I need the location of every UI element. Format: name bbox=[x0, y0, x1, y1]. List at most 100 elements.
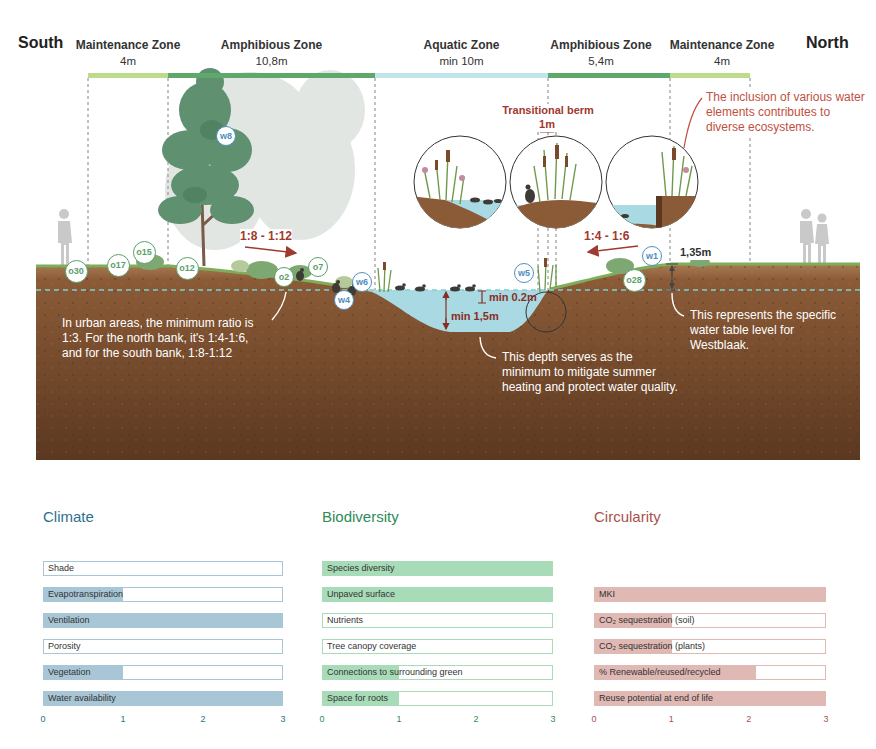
svg-g bbox=[378, 260, 556, 292]
svg-path bbox=[36, 264, 860, 460]
svg-path bbox=[445, 296, 446, 326]
zone-width: 10,8m bbox=[256, 55, 288, 67]
svg-g bbox=[88, 78, 750, 296]
svg-path bbox=[88, 78, 89, 268]
dimension: min 1,5m bbox=[451, 310, 499, 324]
berm-label: Transitional berm bbox=[496, 104, 600, 118]
score-bar: Ventilation bbox=[43, 613, 283, 628]
score-bar: MKI bbox=[594, 587, 826, 602]
svg-g bbox=[534, 143, 576, 202]
bar-label: CO₂ sequestration (plants) bbox=[595, 640, 825, 653]
axis-tick: 2 bbox=[193, 714, 213, 725]
svg-path bbox=[662, 146, 692, 196]
bar-label: CO₂ sequestration (soil) bbox=[595, 614, 825, 627]
score-bar: Species diversity bbox=[322, 561, 553, 576]
svg-ellipse bbox=[296, 271, 304, 281]
callout-number: o2 bbox=[279, 273, 290, 282]
svg-g bbox=[422, 167, 465, 181]
zone-band: Amphibious Zone10,8m bbox=[168, 36, 375, 78]
svg-g bbox=[470, 198, 502, 205]
axis-tick: 1 bbox=[113, 714, 133, 725]
zone-width: 4m bbox=[120, 55, 136, 67]
svg-circle bbox=[457, 284, 461, 288]
svg-circle bbox=[801, 209, 811, 219]
svg-rect bbox=[565, 156, 568, 167]
svg-g bbox=[543, 145, 568, 167]
bar-label: Nutrients bbox=[323, 614, 552, 627]
svg-path bbox=[672, 280, 673, 288]
callout-circle: o12 bbox=[176, 257, 199, 280]
svg-g bbox=[410, 136, 702, 240]
chart-title: Climate bbox=[43, 508, 94, 527]
svg-g bbox=[683, 167, 689, 173]
score-bar: Connections to surrounding green bbox=[322, 665, 553, 680]
direction-label: South bbox=[18, 33, 63, 53]
callout-number: w8 bbox=[220, 132, 232, 141]
axis-tick: 1 bbox=[389, 714, 409, 725]
callout-circle: w8 bbox=[216, 126, 236, 146]
svg-g bbox=[525, 185, 535, 204]
callout-number: o15 bbox=[136, 248, 152, 257]
svg-rect bbox=[543, 156, 546, 167]
svg-path bbox=[534, 143, 576, 202]
score-bar: CO₂ sequestration (soil) bbox=[594, 613, 826, 628]
callout-number: w4 bbox=[338, 296, 350, 305]
svg-rect bbox=[446, 150, 450, 162]
svg-path bbox=[684, 98, 702, 148]
svg-path bbox=[815, 224, 829, 264]
svg-path bbox=[36, 289, 860, 290]
score-bar: Evapotranspiration bbox=[43, 587, 283, 602]
slope-ratio: 1:4 - 1:6 bbox=[584, 229, 629, 244]
svg-ellipse bbox=[621, 214, 629, 218]
svg-path bbox=[550, 264, 860, 289]
svg-rect bbox=[383, 262, 386, 270]
score-bar: Water availability bbox=[43, 691, 283, 706]
svg-ellipse bbox=[494, 199, 502, 203]
dimension: 1m bbox=[533, 118, 561, 132]
svg-circle bbox=[683, 167, 689, 173]
svg-ellipse bbox=[483, 200, 493, 205]
note: The inclusion of various water elements … bbox=[706, 90, 866, 135]
score-bar: Unpaved surface bbox=[322, 587, 553, 602]
axis-tick: 0 bbox=[33, 714, 53, 725]
svg-path bbox=[672, 293, 684, 316]
zone-bar bbox=[168, 73, 375, 78]
svg-circle bbox=[300, 268, 304, 272]
svg-ellipse bbox=[525, 189, 535, 203]
zone-width: 4m bbox=[714, 55, 730, 67]
svg-rect bbox=[544, 258, 547, 267]
zone-band: Maintenance Zone4m bbox=[670, 36, 750, 78]
svg-ellipse bbox=[470, 198, 480, 203]
zone-band: Maintenance Zone4m bbox=[88, 36, 168, 78]
svg-circle bbox=[402, 283, 406, 287]
svg-path bbox=[666, 264, 678, 290]
svg-ellipse bbox=[231, 260, 249, 272]
axis-tick: 0 bbox=[584, 714, 604, 725]
svg-circle bbox=[459, 175, 465, 181]
bar-label: Water availability bbox=[44, 692, 282, 705]
svg-g bbox=[424, 154, 464, 204]
callout-circle: o15 bbox=[133, 241, 156, 264]
svg-ellipse bbox=[183, 187, 207, 203]
bar-label: Ventilation bbox=[44, 614, 282, 627]
bar-label: Shade bbox=[44, 562, 282, 575]
svg-path bbox=[660, 196, 702, 240]
score-bar: Space for roots bbox=[322, 691, 553, 706]
bar-label: Space for roots bbox=[323, 692, 552, 705]
bar-label: MKI bbox=[595, 588, 825, 601]
zone-bar bbox=[375, 73, 548, 78]
callout-circle: o7 bbox=[308, 257, 328, 277]
svg-circle bbox=[422, 167, 428, 173]
callout-circle: w1 bbox=[642, 246, 662, 266]
svg-rect bbox=[555, 145, 559, 159]
svg-ellipse bbox=[295, 70, 365, 150]
axis-tick: 0 bbox=[312, 714, 332, 725]
zone-name: Aquatic Zone bbox=[423, 38, 499, 52]
svg-rect bbox=[656, 196, 662, 236]
svg-path bbox=[672, 266, 673, 276]
svg-rect bbox=[435, 160, 438, 170]
svg-g bbox=[158, 68, 254, 224]
bar-label: Evapotranspiration bbox=[44, 588, 282, 601]
axis-tick: 3 bbox=[273, 714, 293, 725]
